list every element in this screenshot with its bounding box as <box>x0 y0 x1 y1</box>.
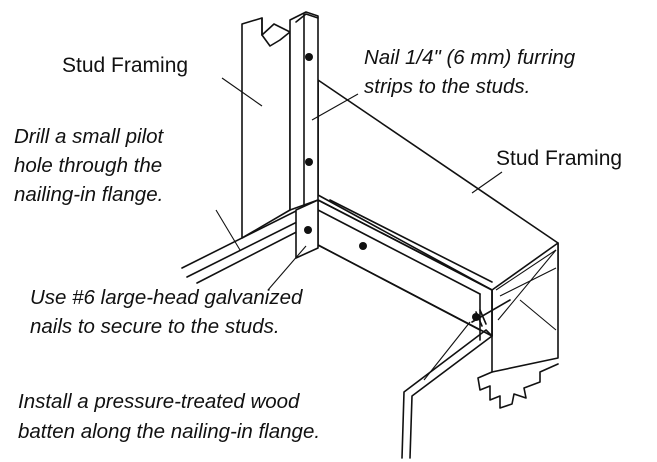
nail-dot <box>305 158 313 166</box>
label-batten-line1: Install a pressure-treated wood <box>18 390 300 413</box>
flashing-bar <box>401 329 493 459</box>
nail-dot <box>359 242 367 250</box>
leader-lines <box>215 77 503 381</box>
nail-markers <box>304 53 480 321</box>
label-nails-line1: Use #6 large-head galvanized <box>30 286 303 309</box>
label-pilot-line3: nailing-in flange. <box>14 183 163 206</box>
nail-detail <box>471 299 511 327</box>
nail-dot <box>304 226 312 234</box>
label-stud-framing-right: Stud Framing <box>496 147 622 170</box>
label-pilot-line2: hole through the <box>14 154 162 177</box>
furring-strip <box>289 11 319 211</box>
label-furring-line1: Nail 1/4" (6 mm) furring <box>364 46 576 69</box>
label-nails-line2: nails to secure to the studs. <box>30 315 280 338</box>
label-furring-line2: strips to the studs. <box>364 75 530 98</box>
label-stud-framing-left: Stud Framing <box>62 54 188 77</box>
stud-framing-left <box>241 17 291 239</box>
label-pilot-line1: Drill a small pilot <box>14 125 165 148</box>
label-batten-line2: batten along the nailing-in flange. <box>18 420 320 443</box>
nail-dot <box>305 53 313 61</box>
